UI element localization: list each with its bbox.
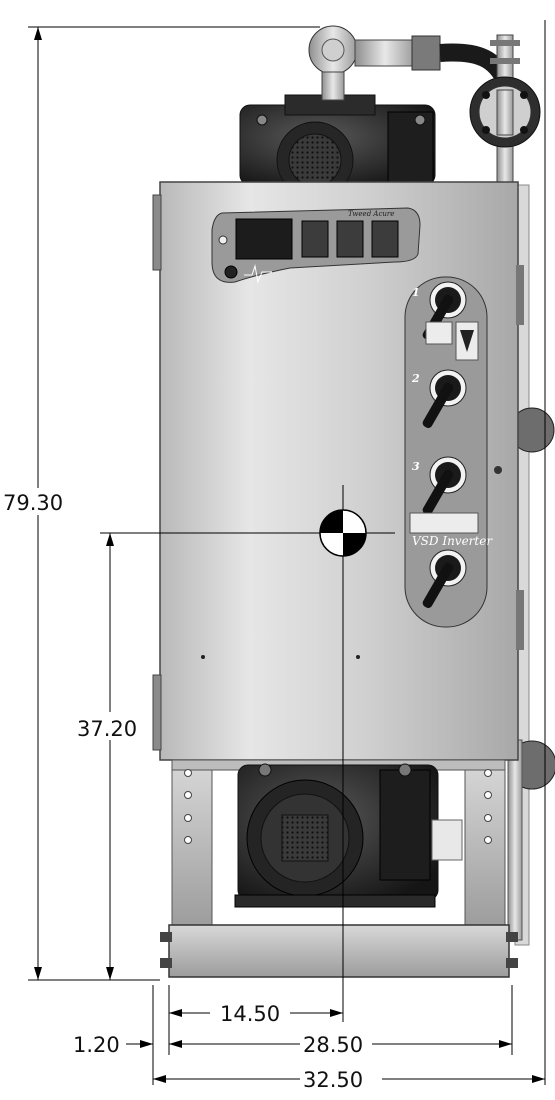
bottom-motor-assembly <box>234 763 463 908</box>
base-skid <box>160 924 518 978</box>
dimension-overall-height <box>28 26 320 981</box>
switch-3[interactable] <box>421 456 467 516</box>
switch-2[interactable] <box>421 369 467 429</box>
switch-number-1: 1 <box>412 286 420 299</box>
dimension-extension-lines <box>152 20 546 1085</box>
switch-number-3: 3 <box>412 460 420 473</box>
dimension-overall-width <box>153 1075 545 1083</box>
controller-brand-text: Tweed Acure <box>348 210 394 218</box>
dimension-cog-offset <box>169 1009 343 1017</box>
disconnect-switch-strip <box>404 276 488 628</box>
dimension-label-cog-height: 37.20 <box>77 717 137 741</box>
dimension-cog-height <box>106 533 114 980</box>
dimension-label-frame-offset: 1.20 <box>73 1033 120 1057</box>
center-of-gravity-symbol <box>100 485 395 1022</box>
discharge-hose <box>354 35 514 85</box>
dimension-label-cog-offset: 14.50 <box>220 1002 280 1026</box>
switch-4[interactable] <box>421 549 467 609</box>
pump-volute <box>308 25 358 101</box>
warning-label-bottom <box>409 512 479 534</box>
vertical-pipe <box>469 34 541 186</box>
top-motor-assembly <box>239 94 436 199</box>
warning-labels-top <box>425 321 479 361</box>
dimension-label-frame-width: 28.50 <box>303 1033 363 1057</box>
dimension-frame-width <box>182 1040 512 1048</box>
dimension-label-overall-width: 32.50 <box>303 1068 363 1092</box>
controller-display <box>211 207 421 284</box>
inverter-label: VSD Inverter <box>412 534 493 548</box>
switch-number-2: 2 <box>411 372 420 385</box>
dimension-label-overall-height: 79.30 <box>3 491 63 515</box>
dimension-frame-offset <box>126 1040 182 1048</box>
